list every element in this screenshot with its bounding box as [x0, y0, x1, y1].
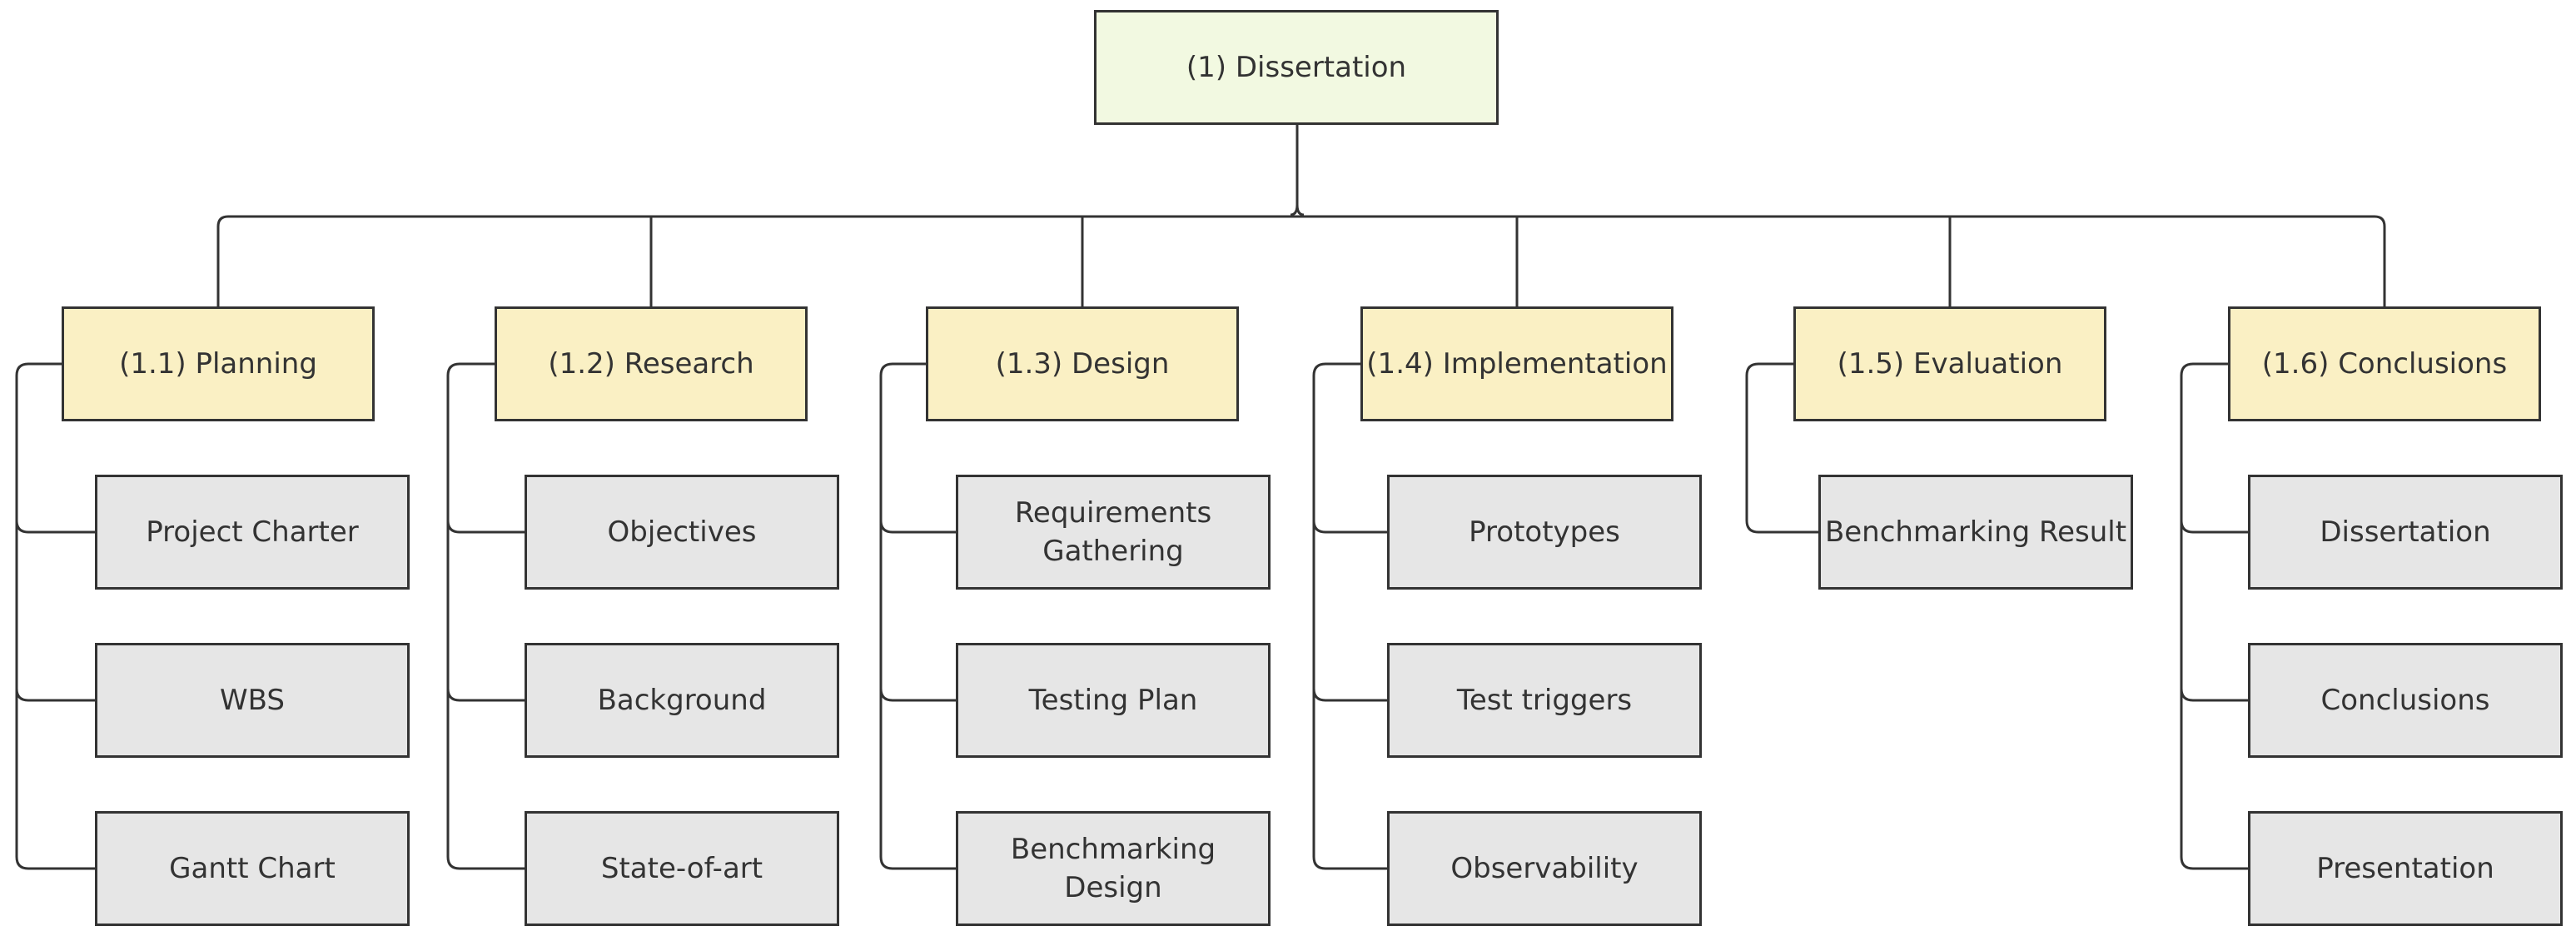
task-node-observability[interactable]: Observability	[1387, 811, 1702, 926]
task-label: Dissertation	[2320, 515, 2491, 549]
phase-label: (1.4) Implementation	[1366, 347, 1668, 381]
task-node-background[interactable]: Background	[525, 643, 839, 758]
task-label: Conclusions	[2320, 684, 2490, 717]
task-node-gantt-chart[interactable]: Gantt Chart	[95, 811, 410, 926]
task-node-benchmarking-design[interactable]: Benchmarking Design	[956, 811, 1271, 926]
task-label: Benchmarking Result	[1824, 515, 2127, 549]
phase-node-evaluation[interactable]: (1.5) Evaluation	[1793, 306, 2106, 421]
task-branch-connector	[879, 520, 956, 534]
task-label: Objectives	[607, 515, 757, 549]
root-connector	[1290, 125, 1305, 217]
task-node-dissertation[interactable]: Dissertation	[2248, 475, 2563, 590]
phase-node-conclusions[interactable]: (1.6) Conclusions	[2228, 306, 2541, 421]
task-node-requirements-gathering[interactable]: Requirements Gathering	[956, 475, 1271, 590]
phase-label: (1.6) Conclusions	[2261, 347, 2508, 381]
task-label: Gantt Chart	[169, 852, 336, 885]
phase-node-research[interactable]: (1.2) Research	[495, 306, 808, 421]
task-label: Presentation	[2316, 852, 2494, 885]
task-spine-connector	[1745, 362, 1818, 534]
task-branch-connector	[1312, 520, 1387, 534]
phase-label: (1.5) Evaluation	[1837, 347, 2063, 381]
phase-node-implementation[interactable]: (1.4) Implementation	[1360, 306, 1673, 421]
task-node-project-charter[interactable]: Project Charter	[95, 475, 410, 590]
phase-label: (1.3) Design	[995, 347, 1170, 381]
task-node-prototypes[interactable]: Prototypes	[1387, 475, 1702, 590]
task-node-wbs[interactable]: WBS	[95, 643, 410, 758]
root-label: (1) Dissertation	[1186, 51, 1407, 84]
task-label: WBS	[220, 684, 285, 717]
task-branch-connector	[15, 520, 95, 534]
task-label: Testing Plan	[1028, 684, 1198, 717]
task-spine-connector	[879, 362, 956, 870]
bus-connector	[216, 215, 2386, 306]
task-spine-connector	[1312, 362, 1387, 870]
task-node-test-triggers[interactable]: Test triggers	[1387, 643, 1702, 758]
task-node-testing-plan[interactable]: Testing Plan	[956, 643, 1271, 758]
task-branch-connector	[446, 520, 525, 534]
task-spine-connector	[2180, 362, 2248, 870]
task-label: Project Charter	[146, 515, 359, 549]
task-label: Test triggers	[1456, 684, 1633, 717]
task-node-state-of-art[interactable]: State-of-art	[525, 811, 839, 926]
phase-node-planning[interactable]: (1.1) Planning	[62, 306, 375, 421]
task-label: State-of-art	[600, 852, 763, 885]
task-label: Requirements Gathering	[1014, 496, 1212, 568]
task-node-conclusions[interactable]: Conclusions	[2248, 643, 2563, 758]
task-branch-connector	[2180, 688, 2248, 702]
task-node-presentation[interactable]: Presentation	[2248, 811, 2563, 926]
task-spine-connector	[15, 362, 95, 870]
phase-label: (1.2) Research	[548, 347, 754, 381]
root-node[interactable]: (1) Dissertation	[1094, 10, 1499, 125]
task-spine-connector	[446, 362, 525, 870]
task-branch-connector	[1312, 688, 1387, 702]
task-branch-connector	[2180, 520, 2248, 534]
task-branch-connector	[879, 688, 956, 702]
task-label: Background	[597, 684, 767, 717]
task-label: Benchmarking Design	[1010, 833, 1216, 904]
task-node-objectives[interactable]: Objectives	[525, 475, 839, 590]
task-node-benchmarking-result[interactable]: Benchmarking Result	[1818, 475, 2133, 590]
task-branch-connector	[446, 688, 525, 702]
phase-node-design[interactable]: (1.3) Design	[926, 306, 1239, 421]
phase-label: (1.1) Planning	[119, 347, 317, 381]
task-label: Observability	[1450, 852, 1639, 885]
task-branch-connector	[15, 688, 95, 702]
task-label: Prototypes	[1469, 515, 1620, 549]
